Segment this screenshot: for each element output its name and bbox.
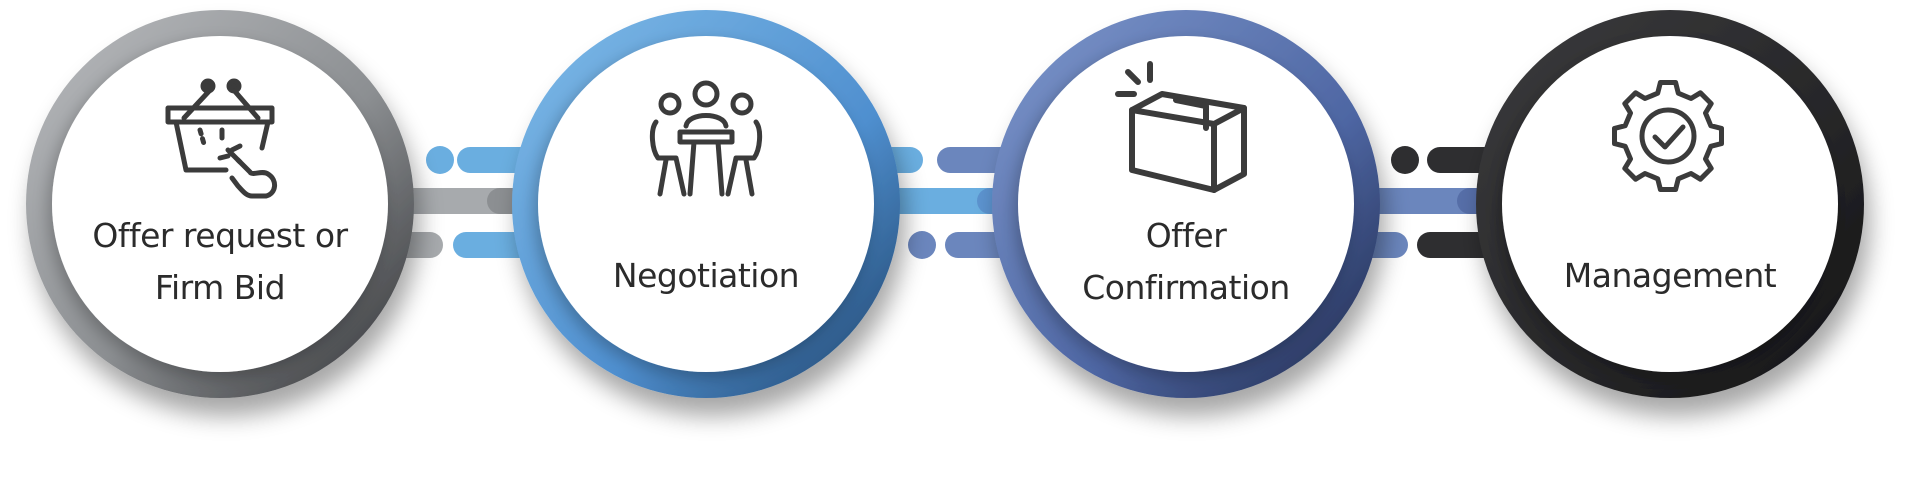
step-2-label: Negotiation [612, 256, 800, 295]
step-4-label: Management [1563, 256, 1777, 295]
shopping-basket-click-icon [165, 78, 277, 199]
shipping-box-icon [1115, 61, 1247, 193]
meeting-table-icon [649, 80, 763, 197]
step-1-label: Offer request or Firm Bid [92, 216, 348, 307]
step-3-label: Offer Confirmation [1082, 216, 1290, 307]
step-1-node [26, 10, 414, 398]
step-3-node [992, 10, 1380, 398]
step-4-node [1476, 10, 1864, 398]
gear-check-icon [1612, 80, 1724, 192]
step-2-node [512, 10, 900, 398]
